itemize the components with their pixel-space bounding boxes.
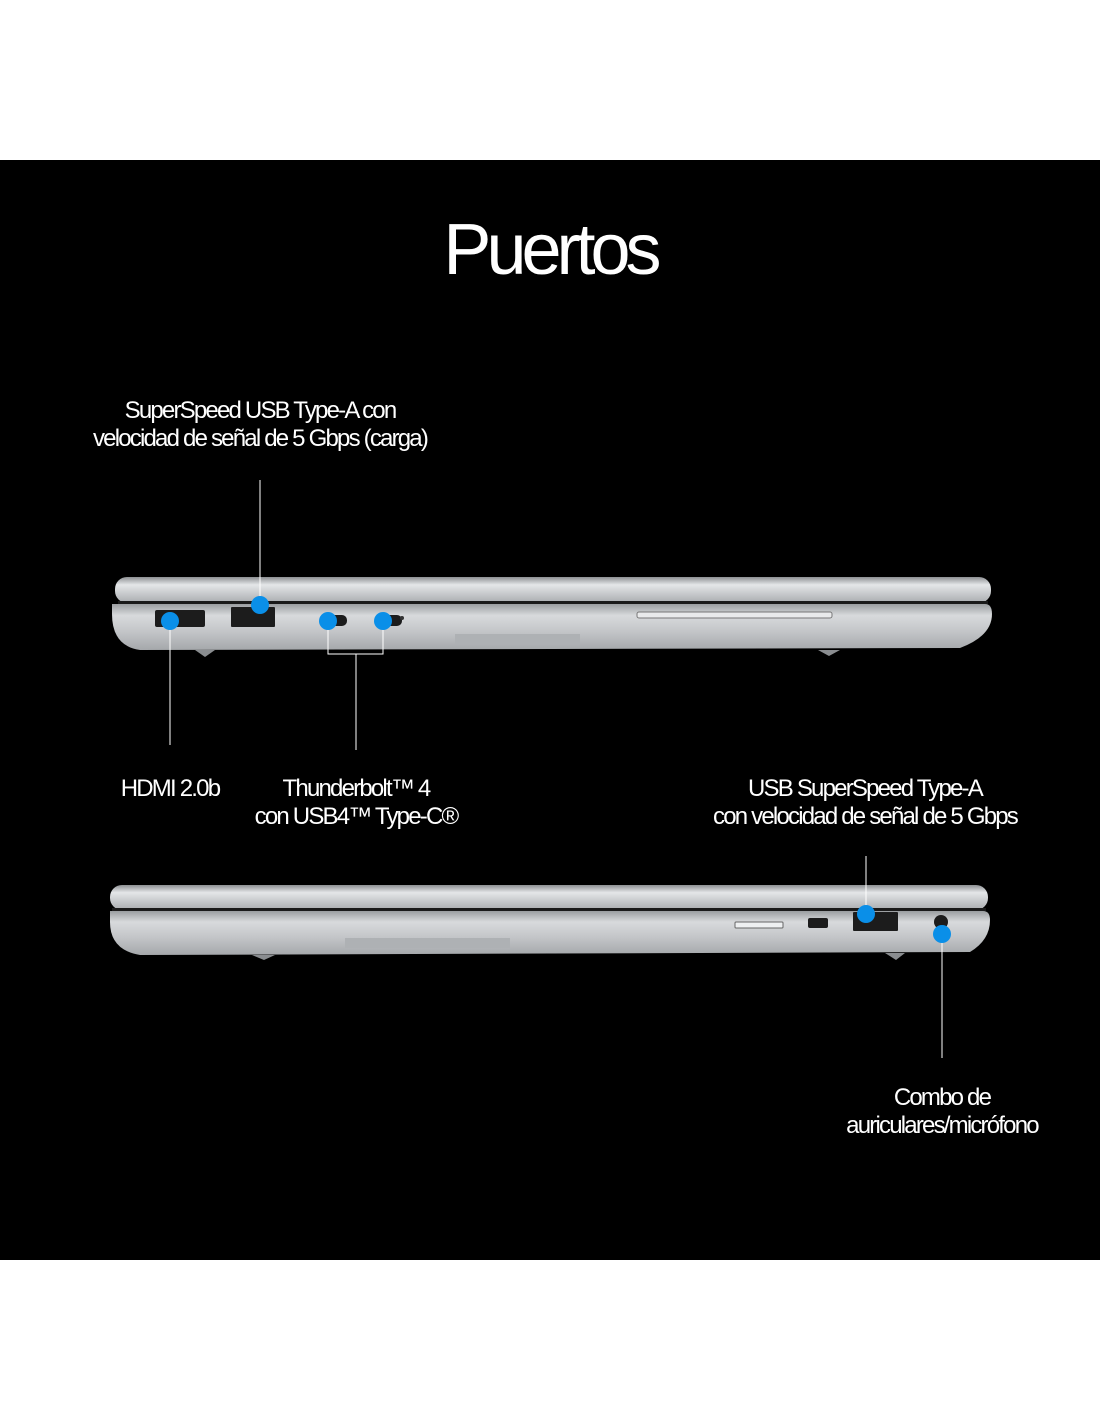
marker-dot <box>251 596 269 614</box>
callout-lines <box>169 480 943 1058</box>
label-usb-a: USB SuperSpeed Type-A con velocidad de s… <box>713 775 1019 831</box>
page-title: Puertos <box>443 210 661 290</box>
label-line: Thunderbolt™ 4 <box>282 775 432 802</box>
label-hdmi: HDMI 2.0b <box>120 775 221 802</box>
label-line: con velocidad de señal de 5 Gbps <box>713 803 1019 830</box>
label-line: USB SuperSpeed Type-A <box>748 775 984 802</box>
marker-dot <box>857 905 875 923</box>
marker-dot <box>319 612 337 630</box>
label-line: velocidad de señal de 5 Gbps (carga) <box>92 425 429 452</box>
lock-slot <box>808 918 828 928</box>
label-usb-a-charging: SuperSpeed USB Type-A con velocidad de s… <box>92 397 429 453</box>
label-audio-combo: Combo de auriculares/micrófono <box>846 1084 1039 1140</box>
label-thunderbolt: Thunderbolt™ 4 con USB4™ Type-C® <box>254 775 460 831</box>
label-line: auriculares/micrófono <box>846 1112 1039 1139</box>
marker-dot <box>374 612 392 630</box>
laptop-left-side <box>112 577 992 657</box>
laptop-right-side <box>110 885 990 960</box>
label-line: con USB4™ Type-C® <box>254 803 460 830</box>
card-slot <box>636 611 833 619</box>
label-line: Combo de <box>893 1084 992 1111</box>
label-line: SuperSpeed USB Type-A con <box>124 397 398 424</box>
marker-dot <box>161 612 179 630</box>
marker-dot <box>933 925 951 943</box>
dark-background <box>0 160 1100 1260</box>
